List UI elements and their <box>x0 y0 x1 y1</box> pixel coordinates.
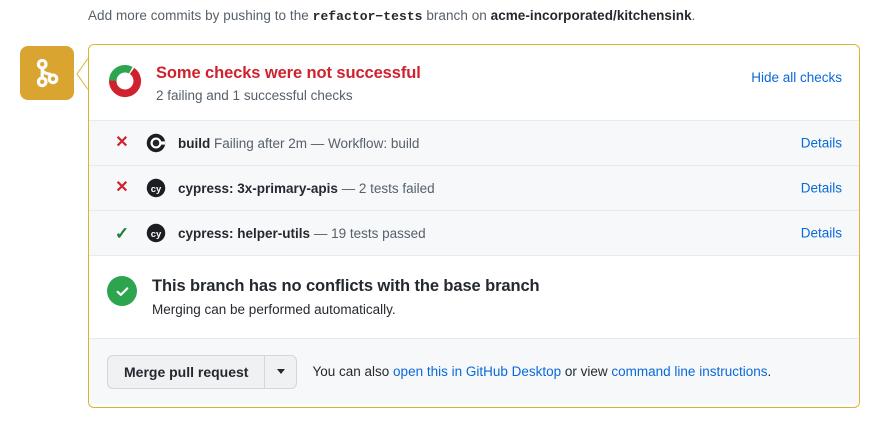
checks-summary-title: Some checks were not successful <box>156 64 421 82</box>
details-link[interactable]: Details <box>800 180 842 196</box>
status-failure-icon: ✕ <box>115 134 129 151</box>
open-in-github-desktop-link[interactable]: open this in GitHub Desktop <box>393 364 562 379</box>
checks-summary-header: Some checks were not successful 2 failin… <box>89 45 859 120</box>
push-hint-middle: branch on <box>422 8 491 23</box>
merge-pull-request-button[interactable]: Merge pull request <box>107 354 265 389</box>
github-actions-icon <box>146 133 166 153</box>
status-failure-icon: ✕ <box>115 179 129 196</box>
branch-name: refactor−tests <box>312 9 423 24</box>
command-line-instructions-link[interactable]: command line instructions <box>611 364 768 379</box>
table-row[interactable]: ✓ cy cypress: helper-utils — 19 tests pa… <box>89 210 859 255</box>
check-name: cypress: helper-utils <box>178 225 311 241</box>
checks-summary-subtitle: 2 failing and 1 successful checks <box>156 88 353 103</box>
push-hint-prefix: Add more commits by pushing to the <box>88 8 313 23</box>
merge-conflict-subtitle: Merging can be performed automatically. <box>152 302 396 317</box>
push-commits-hint: Add more commits by pushing to the refac… <box>88 8 695 24</box>
check-description: — 19 tests passed <box>313 225 426 241</box>
merge-action-bar: Merge pull request You can also open thi… <box>89 338 859 404</box>
table-row[interactable]: ✕ build Failing after 2m — Workflow: bui… <box>89 120 859 165</box>
checks-donut-chart <box>108 64 142 98</box>
push-hint-suffix: . <box>691 8 696 23</box>
table-row[interactable]: ✕ cy cypress: 3x-primary-apis — 2 tests … <box>89 165 859 210</box>
merge-conflict-text: This branch has no conflicts with the ba… <box>152 275 540 320</box>
repo-name: acme-incorporated/kitchensink <box>490 8 692 23</box>
merge-button-group: Merge pull request <box>107 354 298 389</box>
merge-options-dropdown-button[interactable] <box>264 354 298 389</box>
check-description: Failing after 2m — Workflow: build <box>214 135 420 151</box>
check-label: cypress: helper-utils — 19 tests passed <box>178 226 426 241</box>
check-label: cypress: 3x-primary-apis — 2 tests faile… <box>178 181 435 196</box>
svg-text:cy: cy <box>151 184 162 195</box>
merge-note-prefix: You can also <box>312 364 394 379</box>
check-label: build Failing after 2m — Workflow: build <box>178 136 419 151</box>
checks-summary-text: Some checks were not successful 2 failin… <box>156 61 421 106</box>
hide-all-checks-link[interactable]: Hide all checks <box>751 70 842 85</box>
merge-conflict-title: This branch has no conflicts with the ba… <box>152 277 540 295</box>
details-link[interactable]: Details <box>800 135 842 151</box>
details-link[interactable]: Details <box>800 225 842 241</box>
cypress-icon: cy <box>146 223 166 243</box>
check-circle-icon <box>107 276 137 306</box>
check-name: build <box>178 135 211 151</box>
merge-status-panel: Some checks were not successful 2 failin… <box>88 44 860 408</box>
merge-help-note: You can also open this in GitHub Desktop… <box>312 364 771 379</box>
git-merge-icon <box>36 58 59 88</box>
merge-conflict-status: This branch has no conflicts with the ba… <box>89 255 859 338</box>
merge-note-suffix: . <box>767 364 772 379</box>
chevron-down-icon <box>276 369 285 374</box>
status-success-icon: ✓ <box>114 223 130 243</box>
check-name: cypress: 3x-primary-apis <box>178 180 338 196</box>
merge-note-middle: or view <box>561 364 612 379</box>
check-description: — 2 tests failed <box>341 180 435 196</box>
svg-text:cy: cy <box>151 229 162 240</box>
cypress-icon: cy <box>146 178 166 198</box>
merge-status-avatar <box>20 46 74 100</box>
